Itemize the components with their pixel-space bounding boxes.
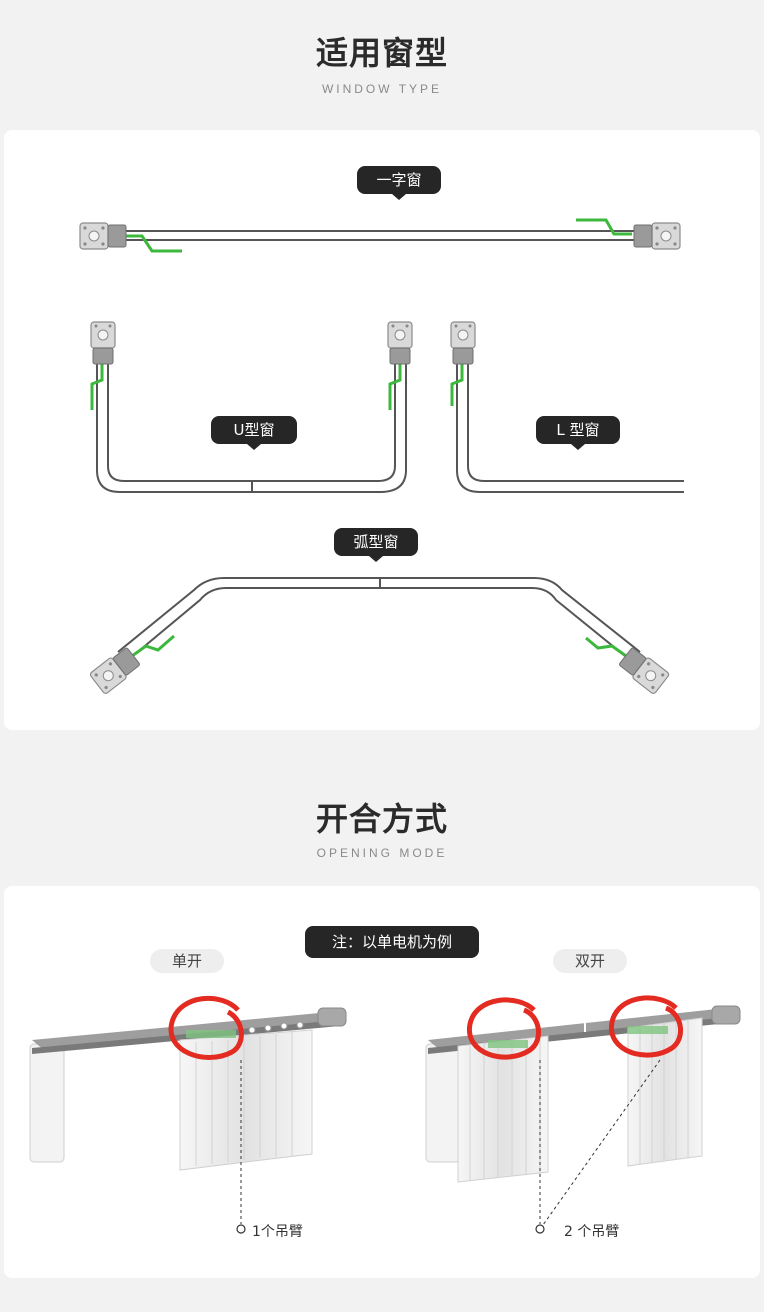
- tag-u-window: U型窗: [211, 416, 297, 450]
- highlight-circle-icon: [467, 997, 541, 1060]
- tag-l-window: L 型窗: [536, 416, 620, 450]
- double-open-illustration: [425, 995, 741, 1234]
- opening-mode-title: 开合方式: [315, 800, 448, 838]
- double-arm-callout: 2 个吊臂: [564, 1224, 620, 1240]
- note-label: 注：以单电机为例: [305, 926, 479, 958]
- window-type-title: 适用窗型: [315, 34, 448, 72]
- single-arm-callout: 1个吊臂: [252, 1224, 303, 1240]
- straight-rail: [79, 218, 681, 253]
- double-open-label: 双开: [553, 949, 627, 973]
- tag-arc-window: 弧型窗: [334, 528, 418, 562]
- window-type-subtitle: WINDOW TYPE: [321, 82, 443, 96]
- tag-straight-window: 一字窗: [357, 166, 441, 200]
- highlight-circle-icon: [609, 995, 683, 1058]
- l-shape-rail: [450, 321, 684, 493]
- single-open-label: 单开: [150, 949, 224, 973]
- highlight-circle-icon: [168, 995, 244, 1060]
- single-open-illustration: [29, 995, 347, 1234]
- opening-mode-subtitle: OPENING MODE: [316, 846, 448, 860]
- u-shape-rail: [90, 321, 413, 493]
- arc-rail: [88, 577, 671, 696]
